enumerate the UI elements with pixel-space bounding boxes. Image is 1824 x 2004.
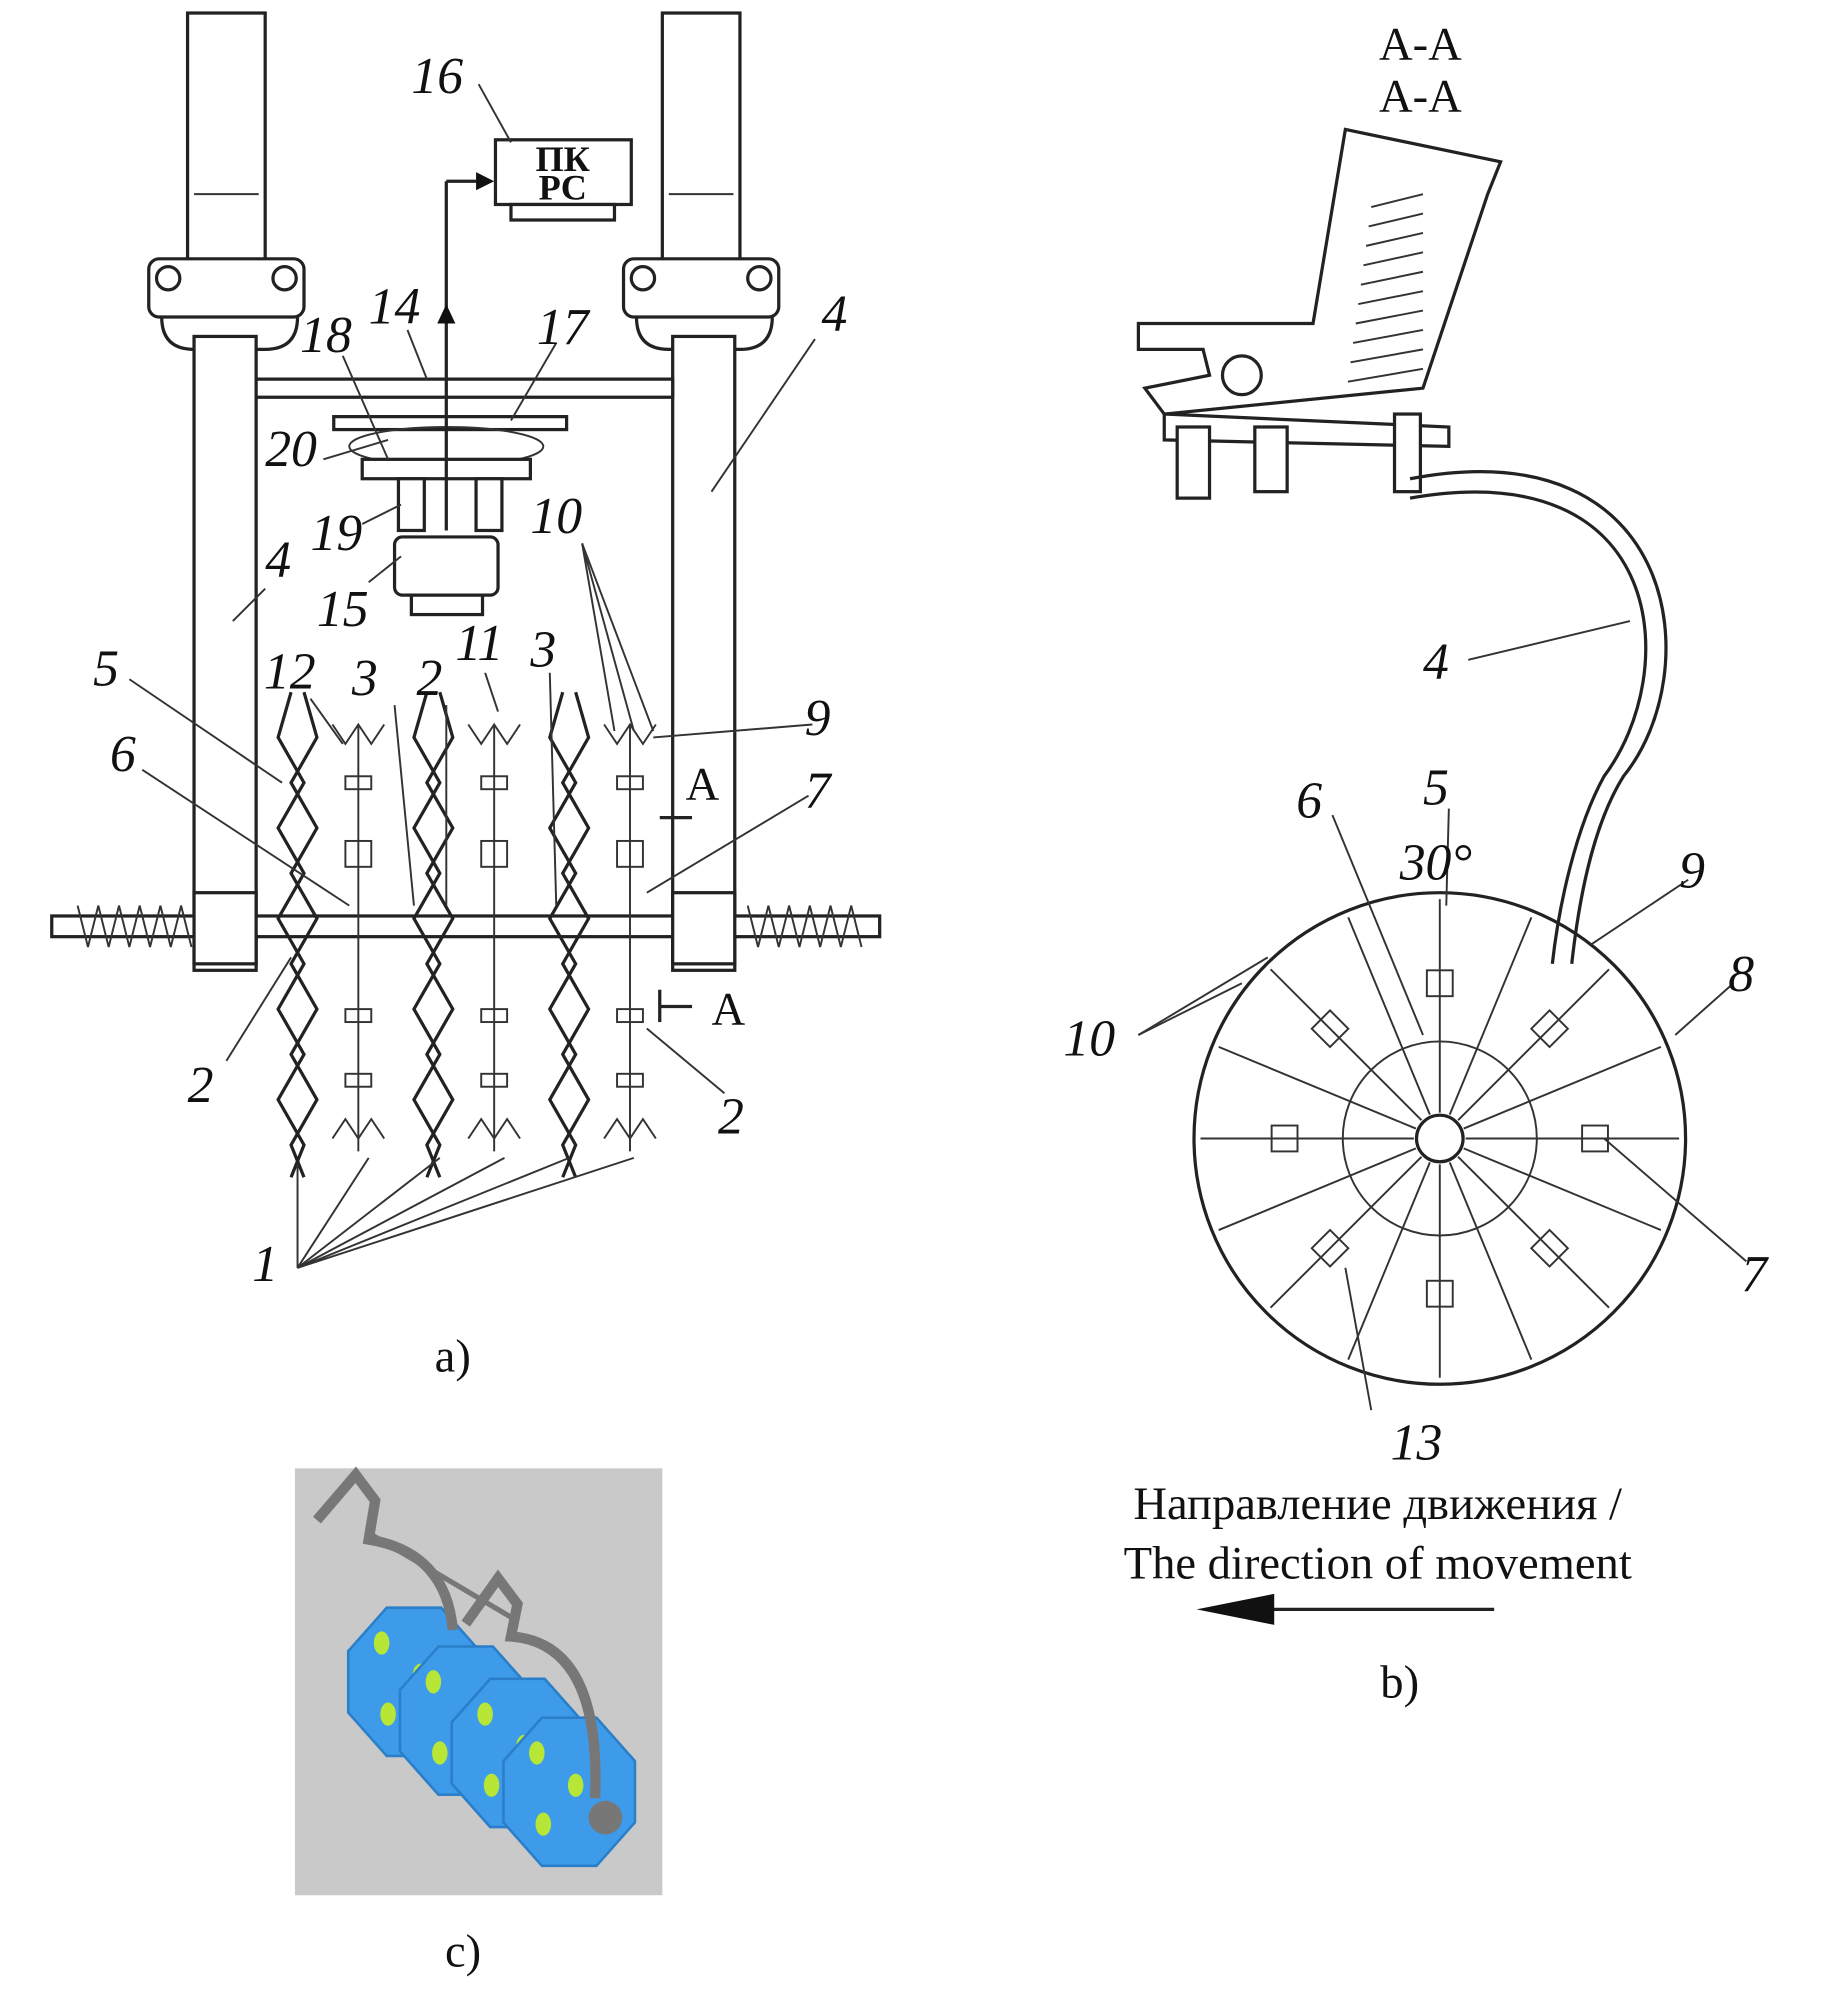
callout-9: 9 (1679, 843, 1705, 900)
panel-c-3d-render (294, 1466, 663, 1896)
callout-18: 18 (300, 307, 352, 364)
section-mark-top: A (686, 760, 720, 811)
callout-5: 5 (93, 641, 119, 698)
wheel-spoke (1448, 1162, 1533, 1360)
wheel-spoke (1218, 1045, 1417, 1130)
wheel-spoke (1347, 1162, 1431, 1360)
section-mark-bottom: A (711, 985, 745, 1036)
rotor-tooth (380, 1702, 396, 1726)
callout-4-left: 4 (265, 532, 291, 589)
tooth-holder (1425, 1279, 1454, 1308)
wheel-spoke (1463, 1147, 1662, 1231)
panel-a-callouts: 16 14 18 17 4 20 19 10 4 15 5 12 3 2 11 … (93, 48, 847, 1293)
tooth-holder (1529, 1228, 1570, 1268)
tooth-holder (1581, 1124, 1609, 1153)
rotor-tooth (477, 1702, 493, 1726)
panel-b-section-drawing (1136, 127, 1748, 1625)
callout-19: 19 (310, 505, 362, 562)
tooth-holder (1310, 1228, 1350, 1268)
direction-label-en: The direction of movement (1124, 1538, 1632, 1589)
callout-7: 7 (805, 762, 833, 819)
wheel-spoke (1463, 1045, 1662, 1130)
callout-4-right: 4 (821, 286, 847, 343)
callout-3-b: 3 (529, 621, 556, 678)
rotor-tooth (529, 1741, 545, 1765)
caption-a: a) (435, 1331, 471, 1382)
wheel-spoke (1347, 917, 1431, 1115)
callout-13: 13 (1391, 1414, 1443, 1471)
callout-10: 10 (1063, 1011, 1115, 1068)
angle-label: 30° (1399, 835, 1472, 892)
callout-16: 16 (411, 48, 463, 105)
tooth-holder (1425, 969, 1454, 998)
rotor-tooth (535, 1812, 552, 1836)
callout-10: 10 (530, 488, 582, 545)
callout-11: 11 (455, 615, 503, 672)
wheel-spoke (1269, 1156, 1423, 1309)
section-title-1: A-A (1379, 20, 1462, 71)
rotor-tooth (483, 1773, 500, 1797)
pc-box-label-ru: ПК (536, 139, 590, 179)
callout-12: 12 (264, 643, 316, 700)
callout-5: 5 (1423, 760, 1449, 817)
direction-label-ru: Направление движения / (1133, 1479, 1622, 1530)
callout-7: 7 (1741, 1246, 1769, 1303)
wheel-spoke (1457, 968, 1610, 1121)
callout-6: 6 (1296, 773, 1322, 830)
callout-1: 1 (252, 1236, 278, 1293)
rotor-tooth (432, 1741, 448, 1765)
wheel-spoke (1457, 1156, 1610, 1309)
callout-17: 17 (537, 299, 591, 356)
callout-3-a: 3 (351, 650, 378, 707)
callout-14: 14 (369, 278, 421, 335)
caption-c: c) (445, 1926, 481, 1977)
rotor-tooth (425, 1670, 442, 1694)
rotor-tooth (373, 1631, 390, 1655)
tooth-holder (1270, 1124, 1299, 1153)
callout-8: 8 (1728, 946, 1754, 1003)
pc-box-label-en: PC (539, 167, 587, 207)
wheel-spoke (1218, 1147, 1417, 1231)
wheel-spoke (1448, 917, 1533, 1115)
callout-2-c: 2 (718, 1088, 744, 1145)
panel-b-callouts: 4 6 5 30° 9 8 10 7 13 (1063, 634, 1769, 1471)
callout-4: 4 (1423, 634, 1449, 691)
callout-9: 9 (805, 690, 831, 747)
caption-b: b) (1380, 1657, 1419, 1708)
callout-20: 20 (265, 421, 317, 478)
callout-2-a: 2 (417, 650, 443, 707)
section-title-2: A-A (1379, 71, 1462, 122)
rotor-tooth (567, 1773, 584, 1797)
callout-15: 15 (317, 581, 369, 638)
tooth-holder (1310, 1009, 1350, 1049)
rotor-disc (502, 1716, 637, 1868)
callout-2-b: 2 (188, 1057, 214, 1114)
tooth-holder (1529, 1009, 1570, 1049)
panel-a-frame-drawing (50, 11, 882, 1269)
callout-6: 6 (110, 726, 136, 783)
wheel-spoke (1269, 968, 1423, 1121)
